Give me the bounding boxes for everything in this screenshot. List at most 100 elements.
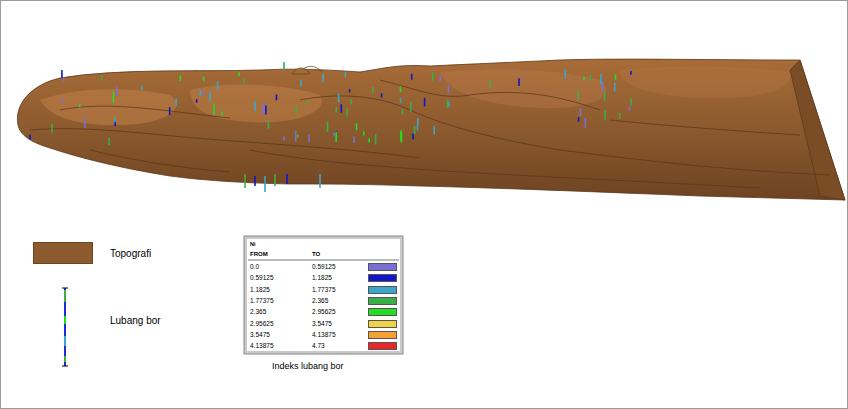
table-cell: 0.59125 <box>250 275 274 282</box>
legend-swatch <box>368 274 397 282</box>
legend-swatch <box>368 297 397 305</box>
drill-hole <box>424 98 426 107</box>
legend-table <box>247 239 400 351</box>
legend-label: Lubang bor <box>110 316 161 326</box>
drill-hole <box>322 74 324 82</box>
terrain-highlight <box>190 85 322 123</box>
drill-hole <box>615 74 617 79</box>
drill-hole <box>585 118 587 128</box>
drill-hole <box>286 174 288 184</box>
table-cell: 0.59125 <box>312 264 336 271</box>
drill-hole <box>580 108 582 116</box>
drill-hole <box>179 76 181 82</box>
table-cell: 1.1825 <box>250 287 270 294</box>
drill-hole <box>439 75 441 81</box>
drill-hole <box>338 93 340 102</box>
drill-hole <box>589 75 591 81</box>
drill-hole <box>169 107 171 115</box>
drill-hole <box>263 104 265 115</box>
drill-hole <box>244 174 246 188</box>
drill-hole <box>600 74 602 84</box>
drill-hole <box>489 80 491 88</box>
drill-hole <box>417 118 419 126</box>
drill-hole <box>333 133 335 136</box>
drill-hole <box>306 100 308 104</box>
drill-hole <box>213 104 215 115</box>
drill-hole <box>400 130 402 141</box>
drill-hole <box>381 93 383 97</box>
drill-hole <box>583 77 585 81</box>
legend-panel <box>244 236 403 354</box>
legend-swatch <box>368 263 397 271</box>
drill-hole <box>264 176 266 192</box>
table-header: TO <box>312 251 320 257</box>
drill-hole <box>265 105 267 114</box>
terrain-highlight <box>620 66 790 98</box>
drill-hole <box>353 136 355 143</box>
drill-hole <box>254 176 256 186</box>
drill-hole <box>274 174 276 186</box>
drill-holes <box>30 62 631 192</box>
table-cell: 1.77375 <box>312 287 336 294</box>
table-cell: 2.365 <box>250 309 266 316</box>
drill-hole <box>400 86 402 92</box>
terrain-side <box>790 60 845 200</box>
drill-hole <box>336 107 338 113</box>
drill-hole <box>412 134 414 140</box>
drill-hole <box>196 99 198 102</box>
drill-hole <box>356 123 358 129</box>
drill-hole <box>29 134 31 139</box>
drill-hole <box>630 71 632 75</box>
drill-hole <box>203 92 205 95</box>
drill-hole <box>346 108 348 116</box>
terrain-highlight <box>40 89 176 125</box>
table-cell: 1.1825 <box>312 275 332 282</box>
drill-hole <box>283 136 285 141</box>
drill-hole <box>433 126 435 134</box>
table-cell: 4.13875 <box>250 343 274 350</box>
drill-hole <box>217 82 219 90</box>
table-cell: 1.77375 <box>250 298 274 305</box>
drill-hole <box>335 132 337 142</box>
table-cell: 4.13875 <box>312 332 336 339</box>
drill-hole <box>84 118 86 128</box>
drill-hole <box>411 74 413 80</box>
drill-hole <box>308 135 310 142</box>
drill-hole <box>175 98 177 105</box>
terrain-surface <box>17 59 845 200</box>
drill-hole <box>400 98 402 103</box>
drill-hole <box>417 127 419 131</box>
drill-hole <box>296 106 298 113</box>
drill-hole <box>602 81 604 91</box>
drill-hole <box>283 62 285 70</box>
legend-caption: Indeks lubang bor <box>272 362 344 371</box>
drill-hole <box>101 75 103 80</box>
drill-hole <box>363 131 365 135</box>
drill-hole <box>410 102 412 112</box>
legend-swatch <box>33 242 93 264</box>
terrain-peak <box>292 68 310 74</box>
drill-hole <box>340 104 342 113</box>
drill-hole <box>319 174 321 188</box>
drill-hole <box>629 106 631 110</box>
drill-hole <box>243 79 245 84</box>
drill-hole <box>345 72 347 77</box>
table-header: Ni <box>250 242 256 248</box>
table-cell: 2.365 <box>312 298 328 305</box>
drill-hole <box>200 90 202 96</box>
terrain-ridges <box>30 66 830 188</box>
drill-hole <box>114 117 116 122</box>
drill-hole <box>79 104 81 107</box>
drill-hole <box>577 90 579 99</box>
drill-hole <box>254 101 256 111</box>
drill-hole <box>295 131 297 141</box>
table-cell: 3.5475 <box>250 332 270 339</box>
drill-hole <box>51 124 53 133</box>
legend-swatch <box>368 320 397 328</box>
drill-hole <box>221 112 223 116</box>
drill-hole <box>565 69 567 78</box>
drill-hole <box>448 102 450 107</box>
drill-hole <box>375 134 377 144</box>
drill-hole <box>108 138 110 146</box>
table-cell: 3.5475 <box>312 321 332 328</box>
